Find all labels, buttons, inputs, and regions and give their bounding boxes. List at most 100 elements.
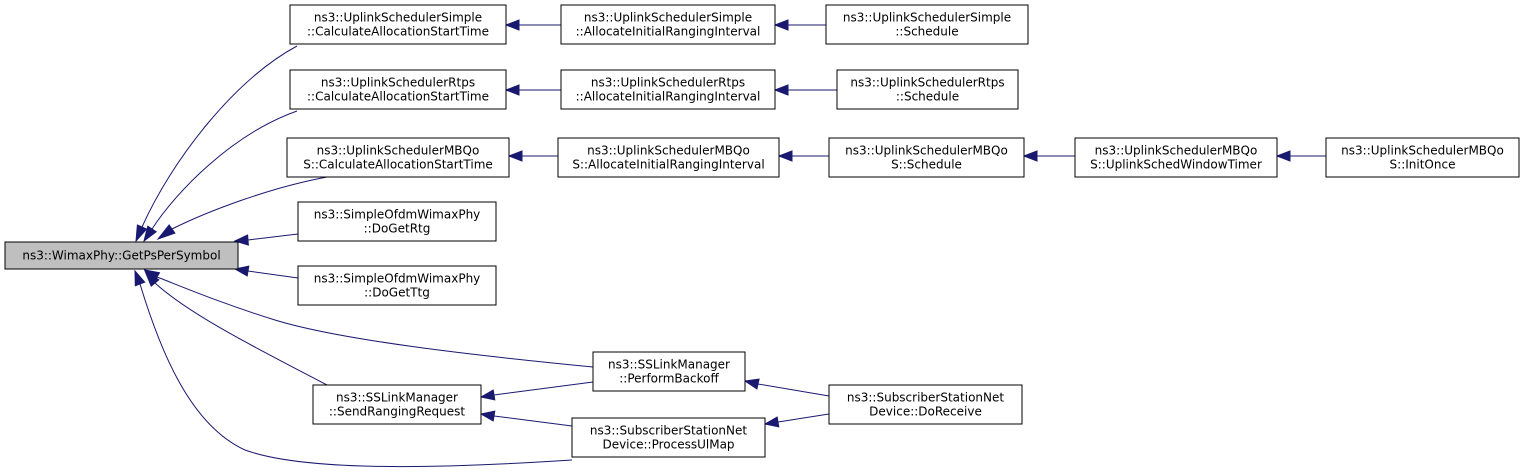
edge-n11-to-n10 <box>1275 150 1326 162</box>
node-label-line: ::CalculateAllocationStartTime <box>307 25 489 39</box>
node-label-line: ns3::SSLinkManager <box>336 391 458 405</box>
caller-node-n13[interactable]: ns3::SimpleOfdmWimaxPhy::DoGetTtg <box>297 265 497 306</box>
node-label-line: ns3::UplinkSchedulerMBQo <box>845 144 1008 158</box>
caller-node-n14[interactable]: ns3::SSLinkManager::PerformBackoff <box>592 351 746 392</box>
edge-line <box>777 413 830 423</box>
caller-node-n15[interactable]: ns3::SSLinkManager::SendRangingRequest <box>312 384 482 425</box>
edge-line <box>493 415 573 427</box>
node-box <box>557 137 780 178</box>
arrowhead-icon <box>763 416 780 428</box>
node-box <box>286 137 510 178</box>
node-box <box>571 417 766 458</box>
arrowhead-icon <box>743 378 760 390</box>
node-box <box>297 265 497 306</box>
arrowhead-icon <box>233 234 249 246</box>
node-label-line: ns3::UplinkSchedulerSimple <box>843 11 1011 25</box>
node-label-line: ::DoGetTtg <box>364 286 430 300</box>
node-box <box>289 69 507 110</box>
arrowhead-icon <box>773 84 789 96</box>
arrowhead-icon <box>777 150 793 162</box>
node-label-line: ::PerformBackoff <box>619 372 719 386</box>
node-label-line: ns3::UplinkSchedulerMBQo <box>1341 144 1504 158</box>
caller-node-n4[interactable]: ns3::UplinkSchedulerRtps::CalculateAlloc… <box>289 69 507 110</box>
node-box <box>560 4 776 45</box>
node-box <box>592 351 746 392</box>
arrowhead-icon <box>143 269 160 288</box>
caller-node-n8[interactable]: ns3::UplinkSchedulerMBQoS::AllocateIniti… <box>557 137 780 178</box>
edge-n3-to-n2 <box>773 19 826 31</box>
node-box <box>4 241 239 270</box>
caller-node-n1[interactable]: ns3::UplinkSchedulerSimple::CalculateAll… <box>289 4 507 45</box>
edge-n12-to-root <box>233 233 299 246</box>
caller-node-n7[interactable]: ns3::UplinkSchedulerMBQoS::CalculateAllo… <box>286 137 510 178</box>
edge-line <box>247 233 299 241</box>
node-label-line: ::Schedule <box>896 90 959 104</box>
edge-line <box>493 381 594 396</box>
arrowhead-icon <box>479 410 496 422</box>
node-label-line: Device::ProcessUlMap <box>602 438 734 452</box>
edge-n8-to-n7 <box>507 150 558 162</box>
node-box <box>1074 137 1278 178</box>
edge-n10-to-n9 <box>1022 150 1075 162</box>
node-label-line: ns3::SimpleOfdmWimaxPhy <box>314 208 481 222</box>
node-box <box>825 4 1029 45</box>
edges-layer <box>134 19 1326 468</box>
edge-n6-to-n5 <box>773 84 837 96</box>
arrowhead-icon <box>504 84 520 96</box>
caller-node-n16[interactable]: ns3::SubscriberStationNetDevice::Process… <box>571 417 766 458</box>
caller-node-n3[interactable]: ns3::UplinkSchedulerSimple::Schedule <box>825 4 1029 45</box>
edge-n7-to-root <box>156 176 328 241</box>
node-box <box>836 69 1019 110</box>
node-label-line: ::Schedule <box>895 25 958 39</box>
node-label-line: S::AllocateInitialRangingInterval <box>572 158 764 172</box>
arrowhead-icon <box>134 269 146 287</box>
edge-n17-to-n14 <box>743 378 830 397</box>
caller-node-n2[interactable]: ns3::UplinkSchedulerSimple::AllocateInit… <box>560 4 776 45</box>
caller-node-n5[interactable]: ns3::UplinkSchedulerRtps::AllocateInitia… <box>560 69 776 110</box>
arrowhead-icon <box>1275 150 1291 162</box>
edge-line <box>139 283 573 468</box>
node-label-line: ns3::SSLinkManager <box>608 358 730 372</box>
caller-node-n17[interactable]: ns3::SubscriberStationNetDevice::DoRecei… <box>828 384 1023 425</box>
edge-line <box>151 110 298 230</box>
edge-line <box>247 270 299 279</box>
node-box <box>289 4 507 45</box>
node-label-line: ::SendRangingRequest <box>329 405 466 419</box>
node-label-line: ns3::SubscriberStationNet <box>590 424 747 438</box>
node-box <box>828 384 1023 425</box>
node-box <box>297 201 497 242</box>
edge-n13-to-root <box>233 265 299 279</box>
edge-n16-to-n15 <box>479 410 573 427</box>
arrowhead-icon <box>479 389 496 401</box>
arrowhead-icon <box>504 19 520 31</box>
nodes-layer: ns3::WimaxPhy::GetPsPerSymbol ns3::Uplink… <box>4 4 1520 458</box>
edge-n16-to-root <box>134 269 573 468</box>
node-label-line: S::InitOnce <box>1390 158 1456 172</box>
edge-n4-to-root <box>143 110 298 243</box>
node-box <box>828 137 1025 178</box>
edge-n17-to-n16 <box>763 413 830 428</box>
caller-node-n10[interactable]: ns3::UplinkSchedulerMBQoS::UplinkSchedWi… <box>1074 137 1278 178</box>
arrowhead-icon <box>156 224 176 241</box>
node-label-line: S::Schedule <box>891 158 962 172</box>
caller-node-n12[interactable]: ns3::SimpleOfdmWimaxPhy::DoGetRtg <box>297 201 497 242</box>
root-node[interactable]: ns3::WimaxPhy::GetPsPerSymbol <box>4 241 239 270</box>
node-label-line: ::CalculateAllocationStartTime <box>307 90 489 104</box>
caller-node-n6[interactable]: ns3::UplinkSchedulerRtps::Schedule <box>836 69 1019 110</box>
edge-n1-to-root <box>135 45 298 243</box>
arrowhead-icon <box>773 19 789 31</box>
node-box <box>1325 137 1520 178</box>
arrowhead-icon <box>507 150 523 162</box>
node-label-line: S::UplinkSchedWindowTimer <box>1090 158 1262 172</box>
node-label-line: Device::DoReceive <box>869 405 982 419</box>
node-label-line: ns3::UplinkSchedulerRtps <box>321 76 475 90</box>
node-label-line: ns3::UplinkSchedulerMBQo <box>587 144 750 158</box>
node-label-line: ns3::SubscriberStationNet <box>847 391 1004 405</box>
node-label-line: ::AllocateInitialRangingInterval <box>576 25 761 39</box>
node-box <box>560 69 776 110</box>
edge-n2-to-n1 <box>504 19 561 31</box>
edge-n14-to-n15 <box>479 381 594 401</box>
